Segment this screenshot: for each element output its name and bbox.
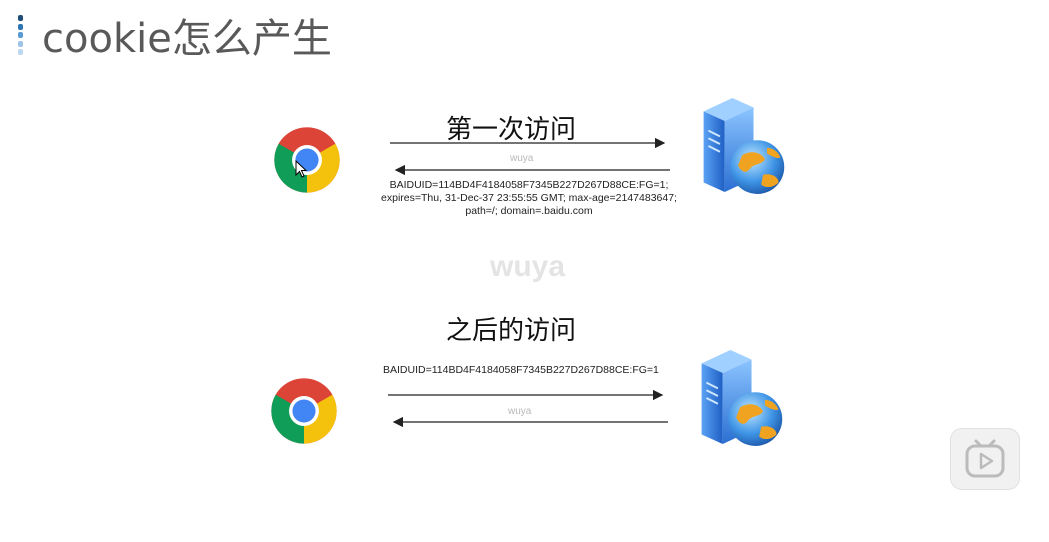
server-globe-icon	[694, 90, 790, 200]
page-title: cookie怎么产生	[42, 16, 332, 62]
server-globe-icon	[692, 342, 788, 452]
arrow-watermark-2: wuya	[508, 406, 532, 417]
set-cookie-header: BAIDUID=114BD4F4184058F7345B227D267D88CE…	[370, 179, 688, 218]
slide-title: cookie怎么产生	[18, 10, 332, 62]
arrow-watermark-1: wuya	[510, 153, 534, 164]
request-cookie-header: BAIDUID=114BD4F4184058F7345B227D267D88CE…	[383, 364, 659, 376]
cursor-icon	[295, 160, 307, 178]
cookie-line: path=/; domain=.baidu.com	[465, 205, 593, 217]
first-visit-label: 第一次访问	[446, 115, 577, 145]
response-arrow-2	[392, 416, 668, 428]
bilibili-play-icon	[965, 439, 1005, 478]
request-arrow-2	[388, 389, 664, 401]
subsequent-visit-label: 之后的访问	[446, 316, 577, 346]
center-watermark: wuya	[490, 250, 566, 283]
title-decoration	[18, 15, 24, 55]
cookie-line: BAIDUID=114BD4F4184058F7345B227D267D88CE…	[389, 179, 669, 191]
browser-chrome-icon	[273, 126, 341, 194]
browser-chrome-icon	[270, 377, 338, 445]
cookie-line: expires=Thu, 31-Dec-37 23:55:55 GMT; max…	[381, 192, 677, 204]
request-arrow-1	[390, 137, 666, 149]
video-play-button[interactable]	[950, 428, 1020, 490]
response-arrow-1	[394, 164, 670, 176]
